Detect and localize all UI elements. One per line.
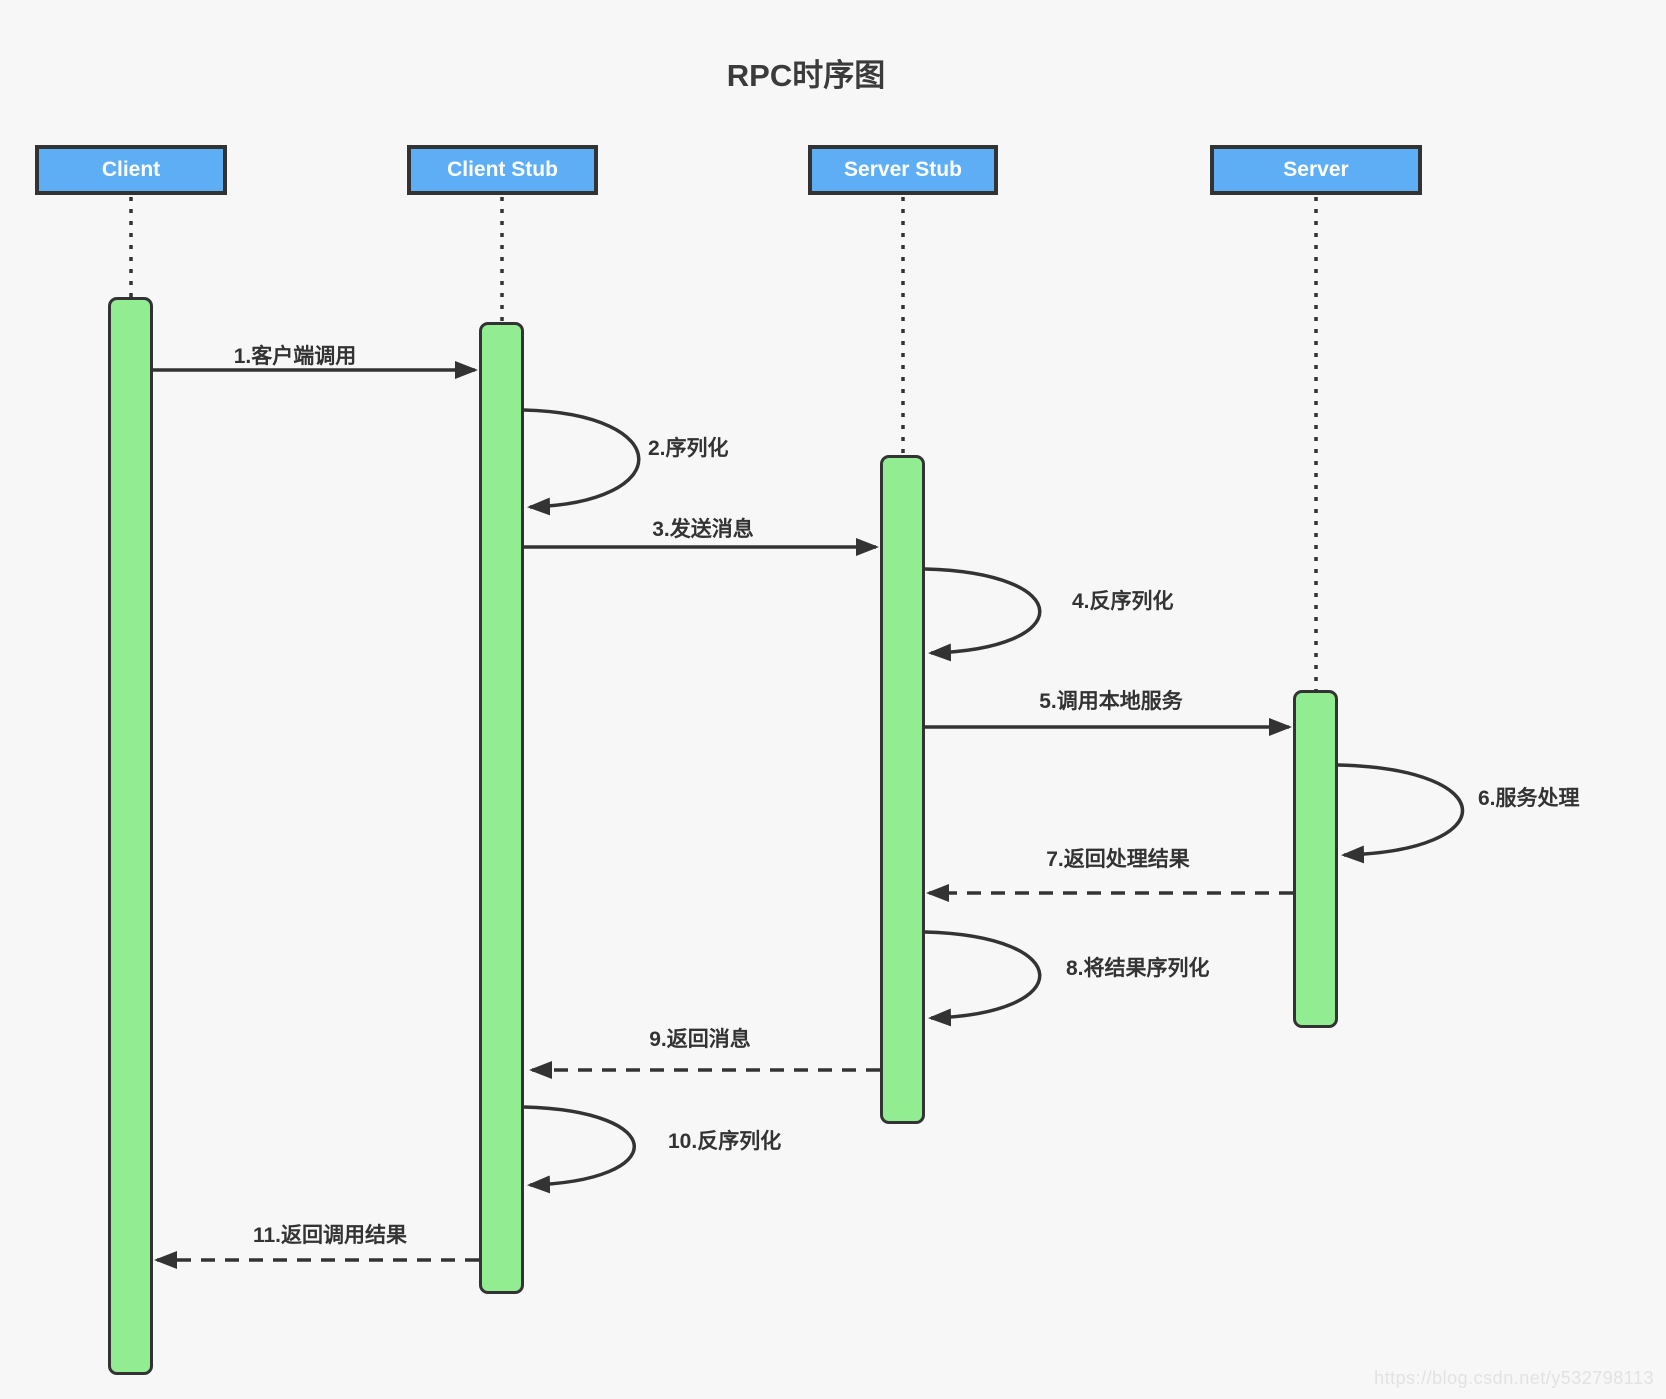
message-9-label: 9.返回消息 — [649, 1028, 751, 1051]
actor-client: Client — [35, 145, 227, 195]
message-10-label: 10.反序列化 — [668, 1130, 782, 1153]
actor-server-stub-label: Server Stub — [844, 158, 962, 181]
message-2-self-loop — [523, 408, 641, 516]
actor-server-stub: Server Stub — [808, 145, 998, 195]
message-2-label: 2.序列化 — [648, 437, 729, 460]
activation-bar-server — [1293, 690, 1338, 1028]
activation-bar-client-stub — [479, 322, 524, 1294]
message-8-self-loop — [924, 930, 1042, 1027]
message-1-label: 1.客户端调用 — [233, 345, 357, 368]
actor-client-stub-label: Client Stub — [447, 158, 558, 181]
watermark: https://blog.csdn.net/y532798113 — [1374, 1368, 1654, 1388]
actor-client-stub: Client Stub — [407, 145, 598, 195]
message-4-label: 4.反序列化 — [1072, 590, 1174, 613]
message-6-self-loop — [1337, 763, 1465, 864]
message-8-label: 8.将结果序列化 — [1066, 957, 1210, 980]
actor-client-label: Client — [101, 158, 161, 181]
message-10-self-loop — [523, 1105, 636, 1194]
message-5-label: 5.调用本地服务 — [1039, 690, 1183, 713]
activation-bar-client — [108, 297, 153, 1375]
actor-server-label: Server — [1283, 158, 1349, 181]
message-3-label: 3.发送消息 — [652, 518, 754, 541]
activation-bar-server-stub — [880, 455, 925, 1124]
diagram-title: RPC时序图 — [726, 58, 886, 93]
message-7-label: 7.返回处理结果 — [1046, 848, 1190, 871]
message-6-label: 6.服务处理 — [1478, 787, 1580, 810]
message-11-label: 11.返回调用结果 — [252, 1224, 408, 1247]
actor-server: Server — [1210, 145, 1422, 195]
message-4-self-loop — [924, 567, 1042, 662]
